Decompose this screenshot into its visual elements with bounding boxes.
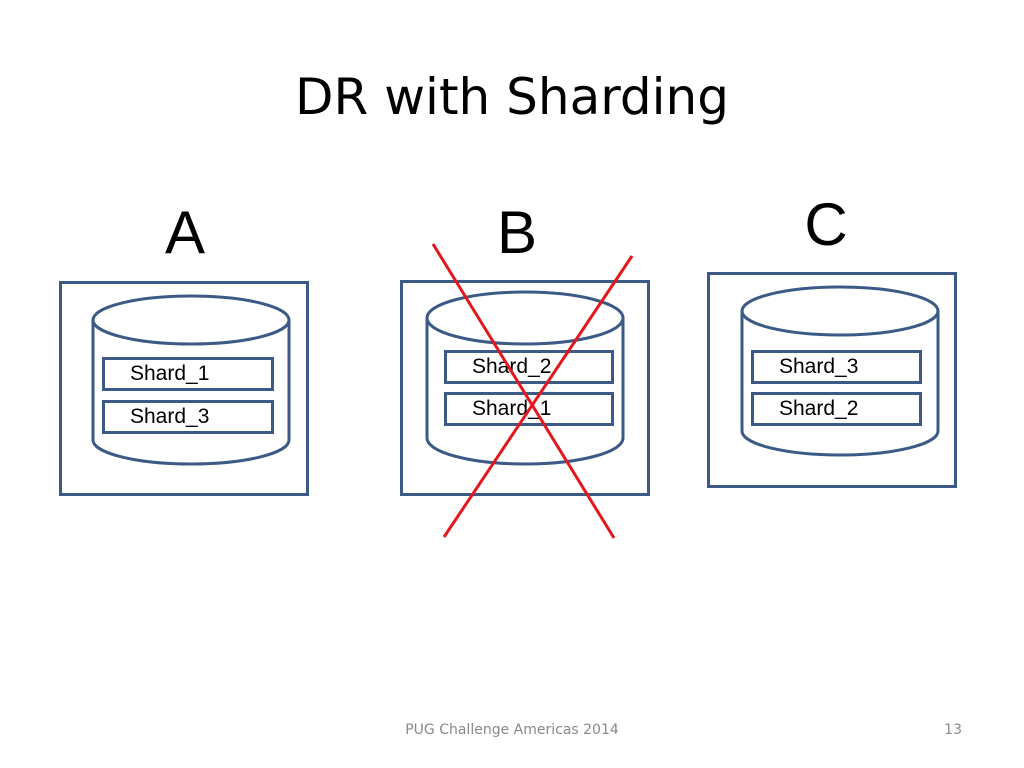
shard-b-2: Shard_1 [444,392,614,426]
slide-title: DR with Sharding [295,68,729,126]
page-number: 13 [944,722,962,738]
shard-a-2: Shard_3 [102,400,274,434]
shard-c-2: Shard_2 [751,392,922,426]
node-label-b: B [496,199,538,266]
shard-b-1: Shard_2 [444,350,614,384]
shard-c-1: Shard_3 [751,350,922,384]
node-label-c: C [804,191,848,258]
footer-text: PUG Challenge Americas 2014 [405,722,619,738]
shard-a-1: Shard_1 [102,357,274,391]
node-label-a: A [164,199,206,266]
